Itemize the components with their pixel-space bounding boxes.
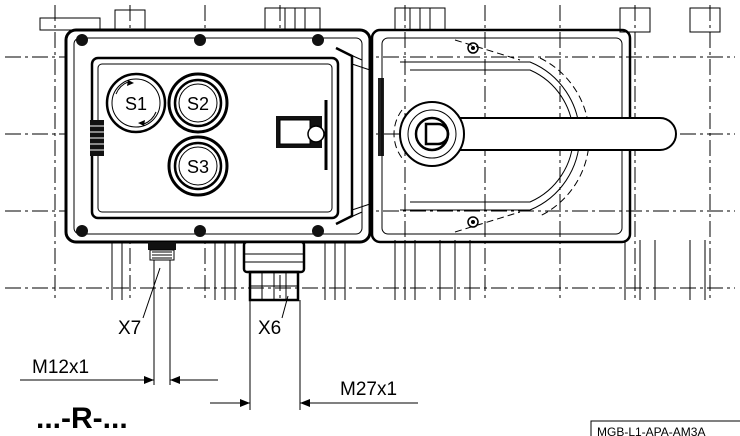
screw — [76, 34, 88, 46]
screw — [194, 34, 206, 46]
connector-x7-label: X7 — [118, 318, 141, 339]
dimension-m12-label: M12x1 — [32, 357, 89, 378]
button-s1: S1 — [105, 72, 167, 134]
ghost-outlines — [39, 7, 721, 300]
button-s1-label: S1 — [125, 94, 147, 114]
latch-insert — [276, 100, 328, 170]
button-s3-label: S3 — [187, 157, 209, 177]
screw — [194, 225, 206, 237]
vent-slots — [90, 120, 104, 156]
screw — [312, 225, 324, 237]
connector-x7 — [148, 242, 176, 385]
variant-label: ...-R-... — [36, 402, 128, 435]
housing-screws — [76, 34, 324, 237]
hinge-transition — [335, 46, 384, 226]
connector-x6 — [242, 240, 306, 410]
part-code-box: MGB-L1-APA-AM3A — [590, 420, 740, 436]
dimension-m12: M12x1 — [20, 357, 218, 384]
button-s3: S3 — [167, 135, 229, 197]
button-s2-label: S2 — [187, 94, 209, 114]
handle-lever — [393, 101, 677, 167]
dimension-m27-label: M27x1 — [340, 379, 397, 400]
dimension-m27: M27x1 — [210, 379, 418, 407]
screw — [312, 34, 324, 46]
screw — [76, 225, 88, 237]
button-s2: S2 — [167, 72, 229, 134]
callout-leaders — [142, 267, 289, 319]
part-code-label: MGB-L1-APA-AM3A — [597, 425, 705, 436]
connector-x6-label: X6 — [258, 318, 281, 339]
